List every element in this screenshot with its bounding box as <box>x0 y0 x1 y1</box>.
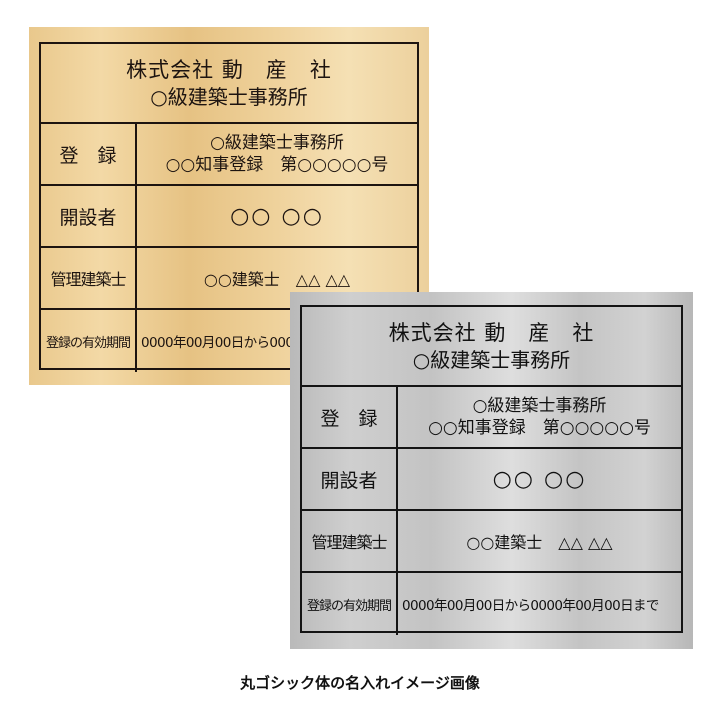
row-founder: 開設者 ○○ ○○ <box>41 186 417 248</box>
registration-number: ○○知事登録 第○○○○○号 <box>428 418 651 438</box>
value-manager: ○○建築士 △△ △△ <box>466 533 613 552</box>
value-manager: ○○建築士 △△ △△ <box>203 270 351 289</box>
value-validity: 0000年00月00日から0000年00月00日まで <box>402 598 659 614</box>
row-manager: 管理建築士 ○○建築士 △△ △△ <box>41 248 417 310</box>
row-manager: 管理建築士 ○○建築士 △△ △△ <box>302 511 681 573</box>
row-validity: 登録の有効期間 0000年00月00日から0000年00月00日まで <box>302 573 681 635</box>
office-type: ○級建築士事務所 <box>150 84 308 109</box>
label-registration: 登 録 <box>41 124 137 184</box>
value-registration: ○級建築士事務所 ○○知事登録 第○○○○○号 <box>137 124 417 184</box>
plate-title: 株式会社 動 産 社 ○級建築士事務所 <box>41 44 417 124</box>
label-founder: 開設者 <box>302 449 398 509</box>
company-name: 株式会社 動 産 社 <box>126 57 332 82</box>
registration-office: ○級建築士事務所 <box>210 133 344 153</box>
row-registration: 登 録 ○級建築士事務所 ○○知事登録 第○○○○○号 <box>41 124 417 186</box>
plate-frame: 株式会社 動 産 社 ○級建築士事務所 登 録 ○級建築士事務所 ○○知事登録 … <box>39 42 419 372</box>
office-type: ○級建築士事務所 <box>412 347 571 372</box>
label-manager: 管理建築士 <box>41 248 137 308</box>
label-validity: 登録の有効期間 <box>41 310 137 372</box>
registration-number: ○○知事登録 第○○○○○号 <box>165 155 389 175</box>
value-registration: ○級建築士事務所 ○○知事登録 第○○○○○号 <box>398 387 681 447</box>
row-founder: 開設者 ○○ ○○ <box>302 449 681 511</box>
label-validity: 登録の有効期間 <box>302 573 398 635</box>
label-manager: 管理建築士 <box>302 511 398 571</box>
image-caption: 丸ゴシック体の名入れイメージ画像 <box>240 674 480 692</box>
value-founder: ○○ ○○ <box>230 203 324 229</box>
silver-plate-image: 株式会社 動 産 社 ○級建築士事務所 登 録 ○級建築士事務所 ○○知事登録 … <box>290 292 693 649</box>
label-founder: 開設者 <box>41 186 137 246</box>
plate-title: 株式会社 動 産 社 ○級建築士事務所 <box>302 307 681 387</box>
company-name: 株式会社 動 産 社 <box>388 320 595 345</box>
label-registration: 登 録 <box>302 387 398 447</box>
value-founder: ○○ ○○ <box>492 466 587 492</box>
plate-frame: 株式会社 動 産 社 ○級建築士事務所 登 録 ○級建築士事務所 ○○知事登録 … <box>300 305 683 635</box>
registration-office: ○級建築士事務所 <box>472 396 607 416</box>
gold-plate-image: 株式会社 動 産 社 ○級建築士事務所 登 録 ○級建築士事務所 ○○知事登録 … <box>29 27 429 385</box>
row-registration: 登 録 ○級建築士事務所 ○○知事登録 第○○○○○号 <box>302 387 681 449</box>
